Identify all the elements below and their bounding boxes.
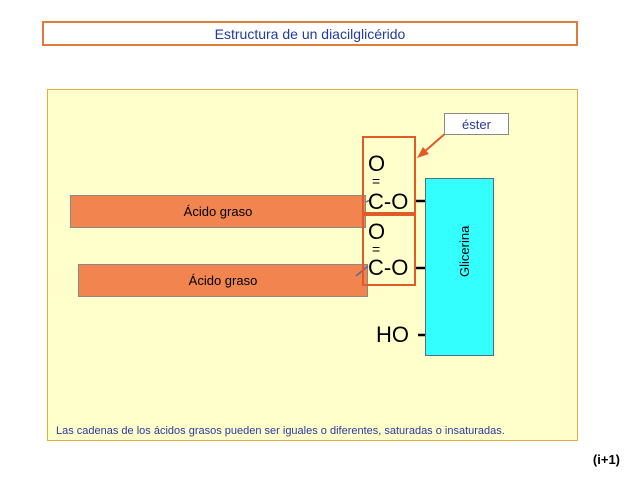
fatty-acid-chain-2: Ácido graso bbox=[78, 264, 368, 297]
ester-group-box-1 bbox=[362, 136, 416, 214]
title-box: Estructura de un diacilglicérido bbox=[42, 21, 578, 46]
hydroxyl-group: HO bbox=[376, 322, 409, 347]
ester-group-box-2 bbox=[362, 214, 416, 286]
fatty-acid-label-1: Ácido graso bbox=[183, 204, 253, 219]
double-bond-2: = bbox=[372, 241, 381, 257]
glycerin-label: Glicerina bbox=[457, 225, 472, 277]
ester-callout: éster bbox=[444, 113, 509, 135]
double-bond-1: = bbox=[372, 173, 381, 189]
slide-number: (i+1) bbox=[592, 452, 620, 467]
fatty-acid-chain-1: Ácido graso bbox=[70, 195, 366, 228]
diagram-title: Estructura de un diacilglicérido bbox=[214, 25, 406, 42]
caption-text: Las cadenas de los ácidos grasos pueden … bbox=[56, 425, 505, 437]
carbonyl-oxygen-1: O bbox=[368, 151, 386, 176]
glycerin-backbone bbox=[425, 178, 494, 356]
acid1-to-ester-bond bbox=[365, 199, 371, 203]
carbonyl-oxygen-2: O bbox=[368, 219, 386, 244]
ester-linkage-2: C-O bbox=[368, 255, 409, 280]
ester-pointer-arrow bbox=[423, 131, 448, 153]
ester-linkage-1: C-O bbox=[368, 189, 409, 214]
fatty-acid-label-2: Ácido graso bbox=[188, 273, 258, 288]
ester-arrow-head bbox=[417, 147, 429, 158]
ester-callout-label: éster bbox=[462, 116, 491, 132]
